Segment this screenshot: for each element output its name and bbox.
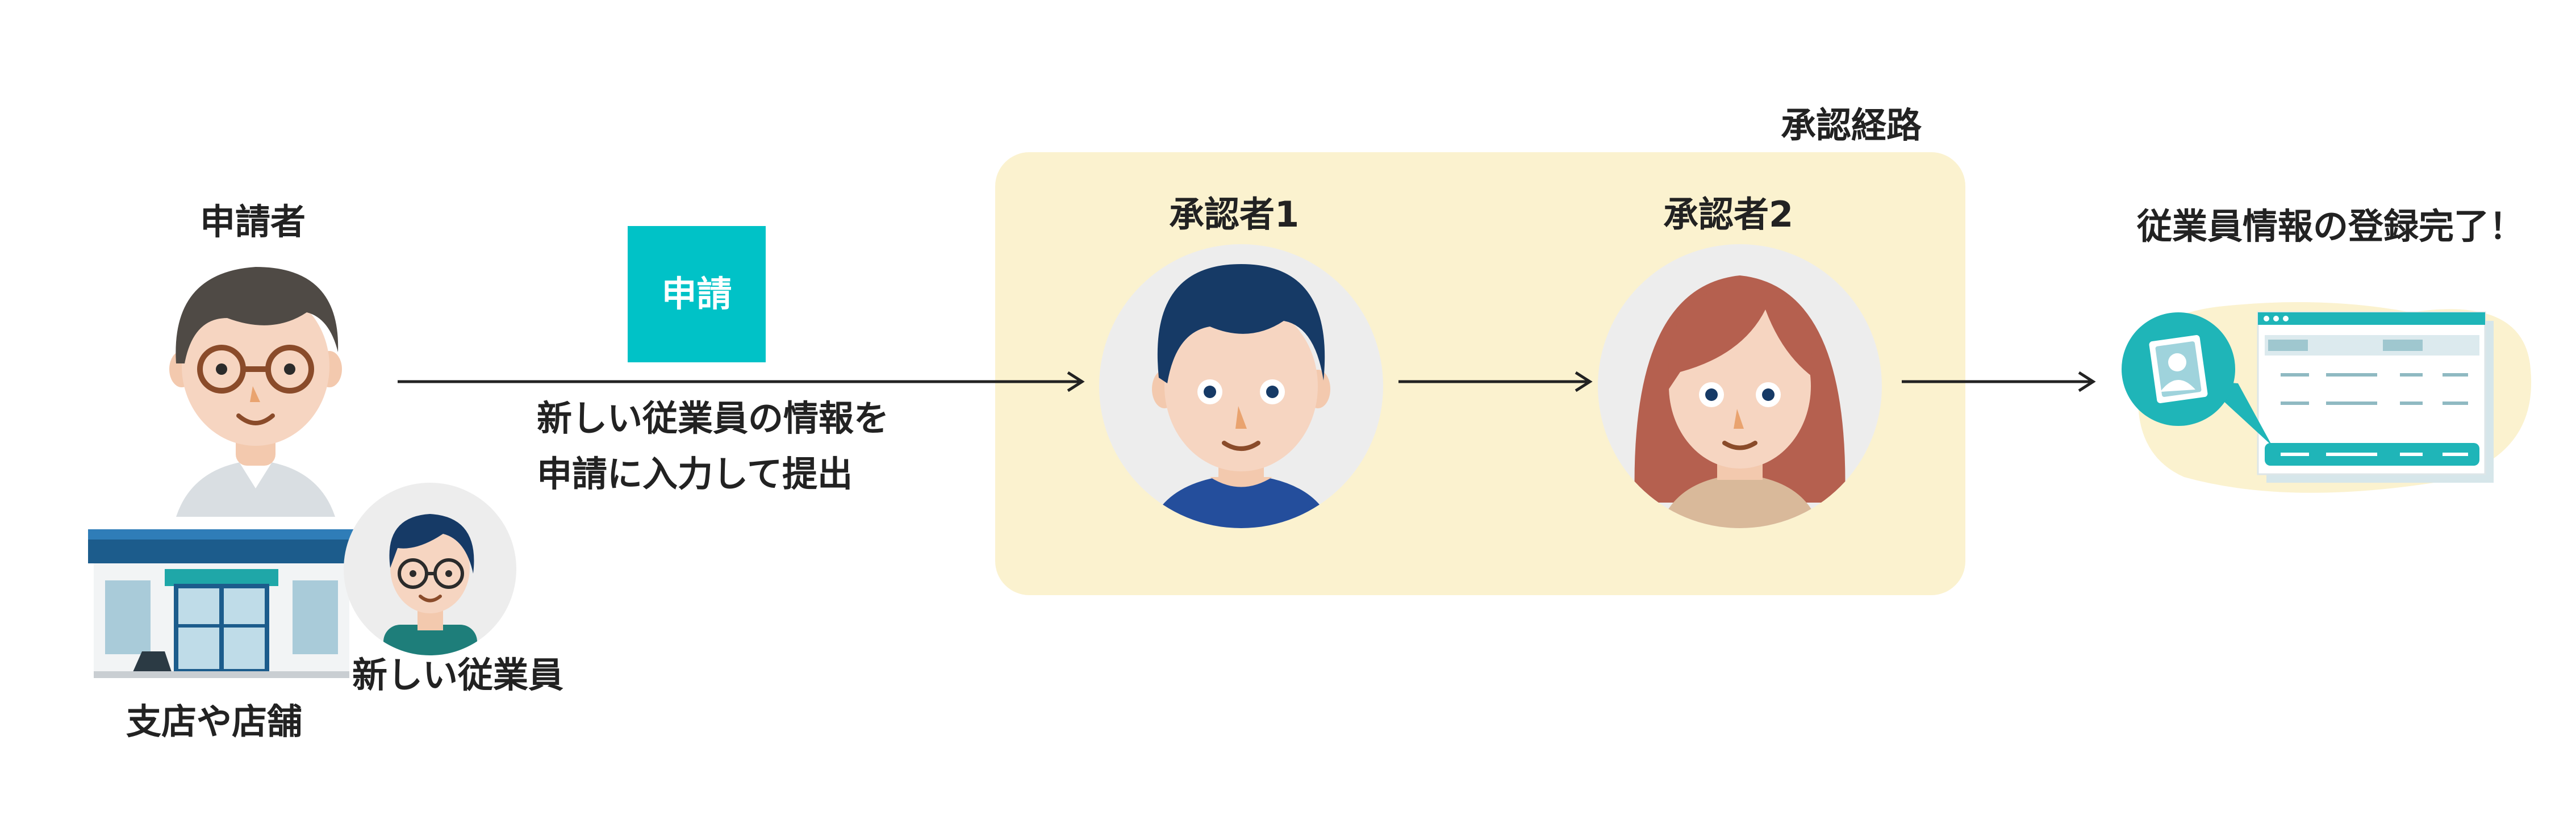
approval-route-label: 承認経路 (1781, 104, 1922, 146)
description-line-2: 申請に入力して提出 (537, 453, 853, 495)
applicant-label: 申請者 (200, 201, 306, 242)
employee-avatar-icon (344, 483, 516, 655)
apply-badge-label: 申請 (661, 273, 732, 315)
employee-record-document-icon (2122, 302, 2532, 493)
arrow-right-icon (398, 371, 1085, 392)
female-approver-avatar-icon (1598, 244, 1882, 528)
arrow-right-icon (1398, 371, 1593, 392)
new-employee-label: 新しい従業員 (352, 654, 564, 696)
description-line-1: 新しい従業員の情報を (537, 398, 890, 439)
store-icon (88, 529, 355, 678)
male-approver-avatar-icon (1099, 244, 1383, 528)
arrow-right-icon (1902, 371, 2096, 392)
approver-1-label: 承認者1 (1169, 194, 1300, 235)
description: 新しい従業員の情報を 申請に入力して提出 (537, 391, 889, 502)
approver-2-label: 承認者2 (1663, 194, 1794, 235)
branch-label: 支店や店舗 (126, 701, 303, 742)
apply-badge: 申請 (628, 226, 766, 362)
man-with-glasses-icon (169, 267, 342, 517)
completion-label: 従業員情報の登録完了！ (2137, 206, 2525, 247)
